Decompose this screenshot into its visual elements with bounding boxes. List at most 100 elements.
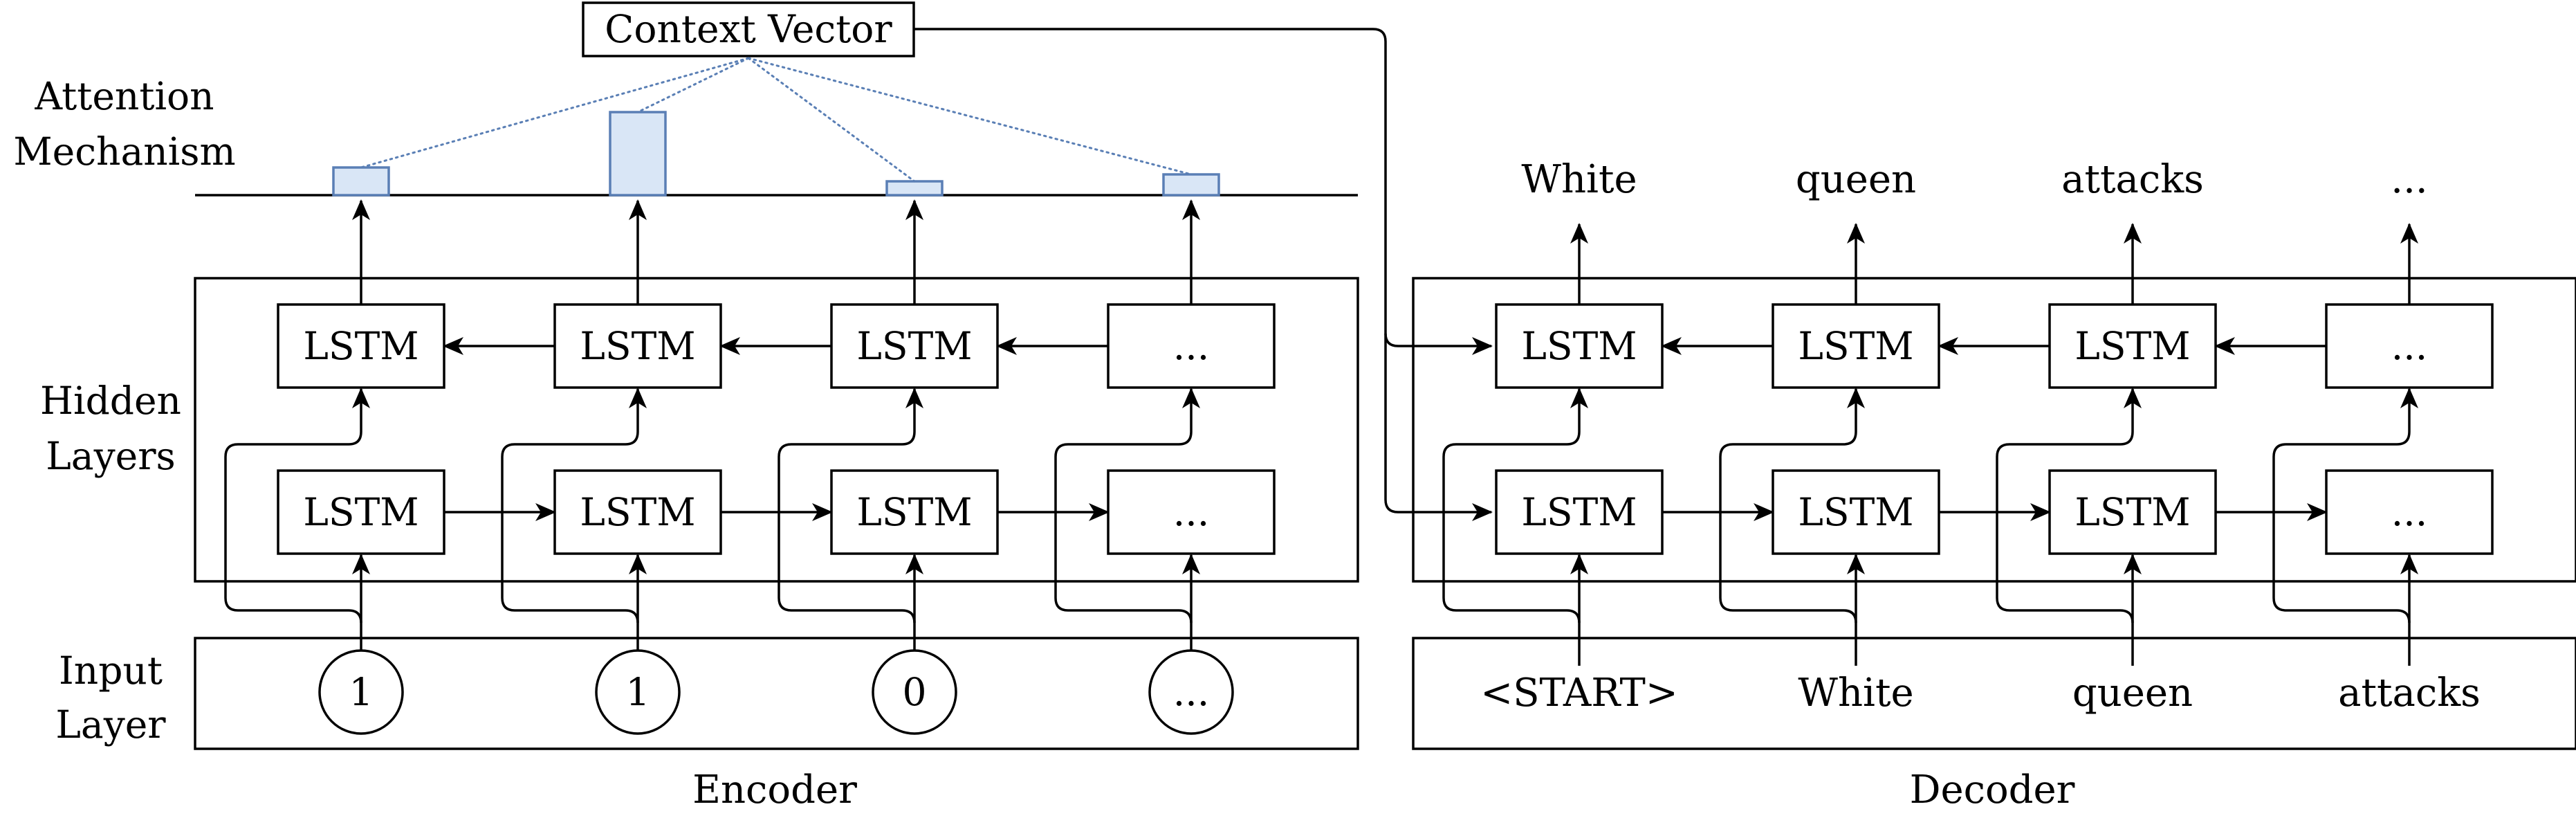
decoder-top-lstm-1-box [1495,303,1664,389]
context-feed-top [914,28,1493,355]
decoder-caption: Decoder [1910,767,2075,812]
decoder-skip-arrow-1 [1442,388,1588,624]
decoder-top-lstm-2-box [1772,303,1940,389]
encoder-input-node-2: 1 [595,649,681,735]
decoder-input-word-3: queen [2072,671,2193,716]
input-label-line1: Input [59,648,163,693]
decoder-bottom-lstm-2: LSTM [1772,469,1940,555]
decoder-bottom-lstm-1: LSTM [1495,469,1664,555]
context-vector-label: Context Vector [605,7,892,51]
encoder-caption: Encoder [692,767,857,812]
encoder-input-circle-2 [595,649,681,735]
decoder-top-lstm-2-label: LSTM [1798,324,1913,368]
encoder-top-lstm-3-label: LSTM [856,324,972,368]
decoder-top-lstm-4-label: ... [2391,324,2427,368]
encoder-bottom-lstm-3-box [830,469,999,555]
encoder-bottom-lstm-2-label: LSTM [580,490,695,534]
decoder-bottom-lstm-2-label: LSTM [1798,490,1913,534]
decoder-output-word-3: attacks [2061,157,2204,202]
decoder-bottom-lstm-3: LSTM [2048,469,2217,555]
encoder-wires [224,199,1200,666]
decoder-output-word-2: queen [1796,157,1916,202]
encoder-input-label-4: ... [1173,670,1209,714]
decoder-top-lstm-2: LSTM [1772,303,1940,389]
input-label-line2: Layer [55,702,166,747]
decoder-output-word-1: White [1521,157,1637,202]
hidden-label-line2: Layers [46,434,175,478]
decoder-skip-arrow-2 [1719,388,1865,624]
decoder-bottom-lstm-4: ... [2325,469,2494,555]
encoder-input-circle-3 [872,649,957,735]
attention-label-line2: Mechanism [13,129,235,174]
decoder-skip-arrow-4 [2272,388,2418,624]
decoder-hidden-frame [1412,277,2576,583]
decoder-top-lstm-1: LSTM [1495,303,1664,389]
encoder-bottom-lstm-3-label: LSTM [856,490,972,534]
decoder-top-lstm-4-box [2325,303,2494,389]
decoder-input-word-2: White [1798,671,1913,716]
hidden-label-line1: Hidden [40,379,181,423]
encoder-nodes: LSTM LSTM LSTM LSTM LSTM LSTM...... 1 1 0... [277,303,1276,735]
attention-bar-1 [332,166,390,197]
encoder-top-lstm-3: LSTM [830,303,999,389]
decoder-top-lstm-4: ... [2325,303,2494,389]
decoder-bottom-lstm-1-box [1495,469,1664,555]
encoder-input-label-1: 1 [349,670,374,714]
encoder-bottom-lstm-4: ... [1107,469,1276,555]
decoder-top-lstm-3-label: LSTM [2074,324,2190,368]
attention-line-1 [360,57,750,169]
encoder-bottom-lstm-2-box [553,469,722,555]
attention-line-2 [636,57,750,113]
encoder-input-label-3: 0 [903,670,927,714]
decoder-bottom-lstm-4-box [2325,469,2494,555]
context-vector: Context Vector [582,1,915,57]
attention-line-3 [747,57,916,183]
encoder-input-circle-1 [318,649,404,735]
decoder-skip-arrow-3 [1996,388,2142,624]
encoder-bottom-lstm-4-label: ... [1173,490,1209,534]
encoder-top-lstm-1-label: LSTM [303,324,418,368]
encoder-top-lstm-4: ... [1107,303,1276,389]
encoder-bottom-lstm-1-box [277,469,445,555]
encoder-input-frame [194,637,1359,750]
decoder-bottom-lstm-3-box [2048,469,2217,555]
attention-bars [332,111,1220,197]
encoder-top-lstm-4-label: ... [1173,324,1209,368]
encoder-bottom-lstm-4-box [1107,469,1276,555]
decoder-top-lstm-1-label: LSTM [1521,324,1637,368]
decoder-input-frame [1412,637,2576,750]
decoder-bottom-lstm-2-box [1772,469,1940,555]
encoder-skip-arrow-3 [778,388,923,624]
encoder-top-lstm-4-box [1107,303,1276,389]
decoder-wires [1442,223,2418,666]
decoder-top-lstm-3: LSTM [2048,303,2217,389]
encoder-top-lstm-2-label: LSTM [580,324,695,368]
encoder-top-lstm-2-box [553,303,722,389]
decoder: Decoder LSTM LSTM LSTM LSTM LSTM LSTM...... <S… [1412,157,2576,812]
attention-lines [360,57,1193,183]
context-feed-bottom [1384,334,1493,521]
decoder-output-word-4: ... [2391,157,2427,202]
encoder: Encoder LSTM LSTM LSTM LSTM LSTM LSTM...... 1 1… [194,199,1359,812]
side-labels: Attention Mechanism Hidden Layers Input … [13,74,235,747]
encoder-skip-arrow-4 [1054,388,1200,624]
decoder-top-lstm-3-box [2048,303,2217,389]
encoder-bottom-lstm-1: LSTM [277,469,445,555]
attention-line-4 [747,57,1193,176]
encoder-top-lstm-2: LSTM [553,303,722,389]
attention-bar-2 [609,111,667,197]
encoder-skip-arrow-1 [224,388,370,624]
decoder-input-word-1: <START> [1480,671,1677,716]
encoder-skip-arrow-2 [501,388,647,624]
decoder-bottom-lstm-1-label: LSTM [1521,490,1637,534]
encoder-input-node-1: 1 [318,649,404,735]
attention-bar-3 [885,180,944,197]
decoder-bottom-lstm-3-label: LSTM [2074,490,2190,534]
attention-label-line1: Attention [34,74,214,118]
encoder-top-lstm-1: LSTM [277,303,445,389]
decoder-input-word-4: attacks [2338,671,2481,716]
decoder-nodes: LSTM LSTM LSTM LSTM LSTM LSTM...... <START> Whi… [1480,157,2494,716]
encoder-hidden-frame [194,277,1359,583]
encoder-top-lstm-1-box [277,303,445,389]
